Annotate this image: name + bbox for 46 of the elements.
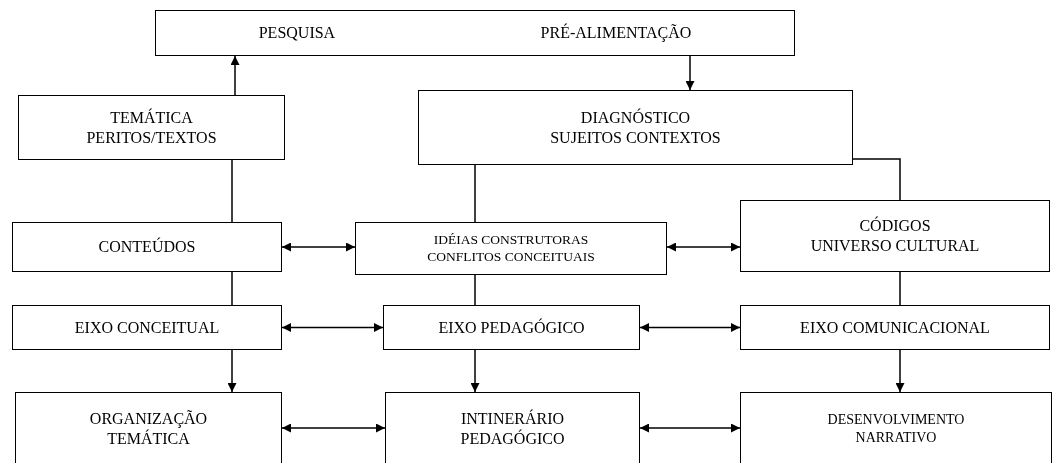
process-box — [18, 95, 285, 160]
arrow — [639, 423, 741, 433]
process-box — [15, 392, 282, 463]
arrow — [639, 323, 741, 332]
process-box — [155, 10, 795, 56]
arrow — [895, 349, 905, 393]
box-label: IDÉIAS CONSTRUTORAS — [433, 231, 589, 249]
box-label: DIAGNÓSTICO — [580, 107, 691, 128]
connector-line — [899, 271, 901, 306]
process-box — [740, 392, 1052, 463]
box-label: TEMÁTICA — [110, 107, 193, 128]
box-label: CÓDIGOS — [859, 216, 931, 236]
arrow — [281, 323, 384, 332]
box-label: EIXO PEDAGÓGICO — [438, 317, 585, 338]
box-label: PESQUISA — [258, 23, 336, 43]
connector-line — [474, 274, 476, 306]
process-box — [740, 305, 1050, 350]
arrow — [230, 55, 240, 96]
box-label: SUJEITOS CONTEXTOS — [550, 127, 721, 148]
connector-line — [231, 271, 233, 306]
process-box — [12, 305, 282, 350]
box-label: EIXO COMUNICACIONAL — [800, 317, 990, 338]
box-label: DESENVOLVIMENTO NARRATIVO — [826, 411, 966, 446]
arrow — [227, 349, 237, 393]
box-label: INTINERÁRIO PEDAGÓGICO — [459, 408, 566, 449]
arrow — [281, 242, 356, 252]
box-label: ORGANIZAÇÃO TEMÁTICA — [88, 408, 209, 449]
process-box — [355, 222, 667, 275]
box-label: CONFLITOS CONCEITUAIS — [427, 248, 595, 266]
arrow — [470, 349, 480, 393]
connector-line — [474, 164, 476, 223]
process-box — [385, 392, 640, 463]
box-label: PERITOS/TEXTOS — [86, 127, 217, 148]
box-label: CONTEÚDOS — [98, 237, 196, 257]
arrow — [666, 242, 741, 252]
connector-line — [852, 158, 901, 201]
box-label: PRÉ-ALIMENTAÇÃO — [540, 23, 692, 43]
process-box — [383, 305, 640, 350]
arrow — [685, 55, 695, 91]
process-box — [418, 90, 853, 165]
process-box — [12, 222, 282, 272]
box-label: UNIVERSO CULTURAL — [810, 236, 980, 256]
arrow — [281, 423, 386, 433]
connector-line — [231, 159, 233, 223]
box-label: EIXO CONCEITUAL — [74, 317, 220, 338]
process-box — [740, 200, 1050, 272]
